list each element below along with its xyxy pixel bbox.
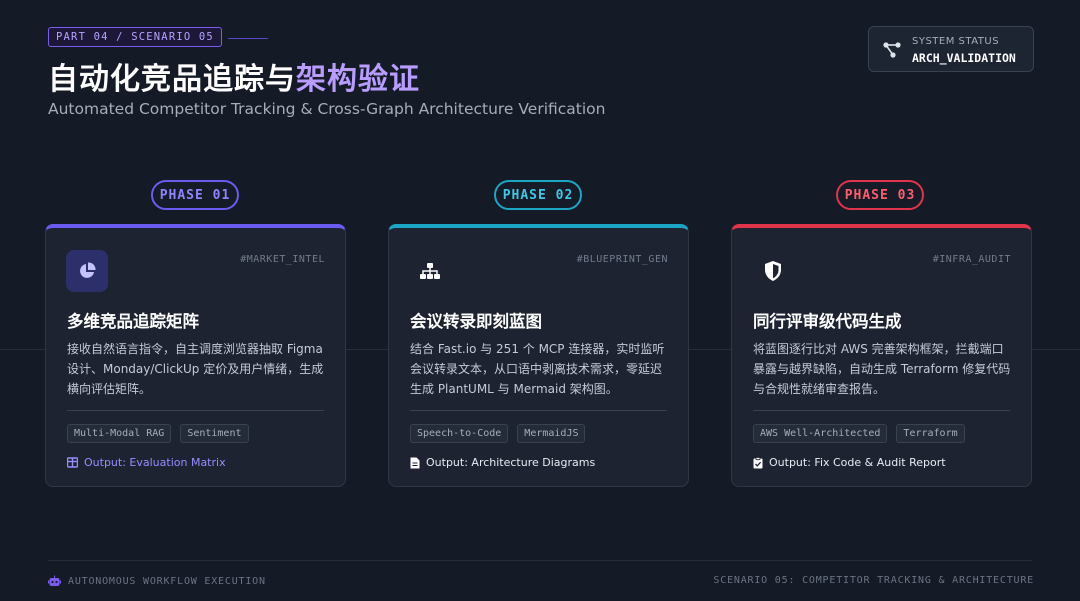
phase-01-card: #MARKET_INTEL 多维竞品追踪矩阵 接收自然语言指令，自主调度浏览器抽… xyxy=(45,224,346,487)
card-title: 会议转录即刻蓝图 xyxy=(410,312,542,331)
phase-02-pill: PHASE 02 xyxy=(494,180,582,210)
card-description: 结合 Fast.io 与 251 个 MCP 连接器，实时监听会议转录文本，从口… xyxy=(410,342,665,396)
network-icon xyxy=(883,42,901,58)
output-text: Output: Fix Code & Audit Report xyxy=(769,456,946,469)
card-title: 多维竞品追踪矩阵 xyxy=(67,312,199,331)
tag: Multi-Modal RAG xyxy=(67,424,172,443)
part-tag: PART 04 / SCENARIO 05 xyxy=(48,27,222,47)
tag-list: AWS Well-Architected Terraform xyxy=(753,424,965,443)
pie-chart-icon xyxy=(66,250,108,292)
tag-list: Multi-Modal RAG Sentiment xyxy=(67,424,249,443)
tag-list: Speech-to-Code MermaidJS xyxy=(410,424,586,443)
tag: Terraform xyxy=(896,424,965,443)
card-code: #INFRA_AUDIT xyxy=(932,254,1011,265)
document-icon xyxy=(410,457,420,468)
phase-02-card: #BLUEPRINT_GEN 会议转录即刻蓝图 结合 Fast.io 与 251… xyxy=(388,224,689,487)
part-tag-line xyxy=(228,38,268,39)
tag: AWS Well-Architected xyxy=(753,424,888,443)
phase-03-pill: PHASE 03 xyxy=(836,180,924,210)
page-subtitle: Automated Competitor Tracking & Cross-Gr… xyxy=(48,100,606,118)
phase-01-pill: PHASE 01 xyxy=(151,180,239,210)
tag: Sentiment xyxy=(180,424,249,443)
shield-icon xyxy=(752,250,794,292)
output-text: Output: Architecture Diagrams xyxy=(426,456,596,469)
title-main: 自动化竞品追踪与 xyxy=(48,62,296,97)
card-code: #MARKET_INTEL xyxy=(240,254,325,265)
card-description: 接收自然语言指令，自主调度浏览器抽取 Figma 设计、Monday/Click… xyxy=(67,342,324,396)
card-divider xyxy=(753,410,1010,411)
footer-left-text: AUTONOMOUS WORKFLOW EXECUTION xyxy=(68,575,266,587)
robot-icon xyxy=(48,575,61,586)
hierarchy-icon xyxy=(409,250,451,292)
output-line: Output: Architecture Diagrams xyxy=(410,456,595,469)
card-title: 同行评审级代码生成 xyxy=(753,312,902,331)
output-text: Output: Evaluation Matrix xyxy=(84,456,226,469)
card-divider xyxy=(67,410,324,411)
tag: MermaidJS xyxy=(517,424,586,443)
system-status-box: SYSTEM STATUS ARCH_VALIDATION xyxy=(868,26,1034,72)
clipboard-check-icon xyxy=(753,456,763,468)
card-description: 将蓝图逐行比对 AWS 完善架构框架，拦截端口暴露与越界缺陷，自动生成 Terr… xyxy=(753,342,1011,396)
table-icon xyxy=(67,457,78,468)
title-highlight: 架构验证 xyxy=(296,62,420,97)
footer-left: AUTONOMOUS WORKFLOW EXECUTION xyxy=(48,575,266,587)
status-label: SYSTEM STATUS xyxy=(912,36,1000,47)
status-value: ARCH_VALIDATION xyxy=(912,51,1016,65)
phase-03-card: #INFRA_AUDIT 同行评审级代码生成 将蓝图逐行比对 AWS 完善架构框… xyxy=(731,224,1032,487)
card-divider xyxy=(410,410,667,411)
footer-divider xyxy=(48,560,1032,561)
output-line: Output: Fix Code & Audit Report xyxy=(753,456,946,469)
page-title: 自动化竞品追踪与架构验证 xyxy=(48,54,420,98)
tag: Speech-to-Code xyxy=(410,424,509,443)
output-line: Output: Evaluation Matrix xyxy=(67,456,226,469)
footer-right: SCENARIO 05: COMPETITOR TRACKING & ARCHI… xyxy=(713,575,1034,586)
card-code: #BLUEPRINT_GEN xyxy=(576,254,668,265)
